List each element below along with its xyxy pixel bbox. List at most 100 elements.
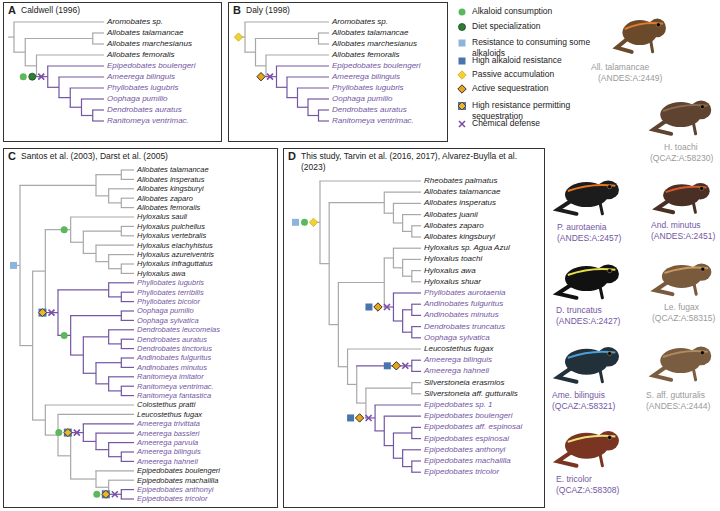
taxon-label: Allobates kingsburyi (424, 232, 495, 242)
tree-branch (402, 259, 421, 260)
tree-branch (121, 358, 122, 367)
tree-branch (244, 52, 255, 53)
trait-marker (402, 363, 408, 369)
taxon-label: Dendrobates auratus (107, 105, 182, 115)
frog-photo (608, 352, 612, 356)
tree-branch (83, 441, 96, 442)
trait-marker (29, 73, 36, 80)
tree-branch (108, 189, 109, 203)
specimen-label: (ANDES:A:2427) (556, 316, 620, 327)
tree-branch (402, 450, 403, 467)
tree-branch (255, 38, 319, 39)
tree-branch (411, 304, 421, 305)
tree-branch (19, 345, 32, 346)
tree-branch (402, 466, 412, 467)
taxon-label: Ameerega bassleri (137, 429, 200, 438)
trait-marker (61, 332, 68, 339)
legend-swatch (459, 24, 466, 31)
tree-branch (108, 255, 109, 269)
tree-branch (276, 66, 277, 87)
trait-marker (39, 309, 47, 317)
specimen-label: S. aff. gutturalis (646, 390, 705, 401)
tree-branch (356, 366, 357, 403)
frog-photo (568, 185, 616, 191)
tree-branch (411, 271, 412, 282)
tree-branch (318, 32, 329, 33)
taxon-label: Epipedobates tricolor (137, 494, 207, 503)
tree-branch (411, 383, 412, 394)
tree-branch (36, 55, 37, 77)
taxon-label: Ameerega bilinguis (107, 72, 175, 82)
tree-branch (286, 77, 287, 98)
tree-branch (318, 110, 319, 121)
taxon-label: Allobates marchesianus (332, 39, 417, 49)
taxon-label: Leucostethus fugax (137, 410, 202, 419)
specimen-label: (ANDES:A:2444) (646, 401, 710, 412)
tree-branch (121, 489, 134, 490)
tree-branch (121, 169, 134, 170)
taxon-label: Ranitomeya imitator (137, 372, 204, 381)
trait-marker (64, 429, 72, 437)
tree-branch (338, 283, 339, 367)
tree-branch (108, 188, 134, 189)
taxon-label: Rheobates palmatus (424, 176, 497, 186)
frog-photo (649, 19, 666, 38)
taxon-label: Allobates talamancae (424, 187, 501, 197)
taxon-label: Phyllobates lugubris (332, 83, 404, 93)
taxon-label: Epipedobates boulengeri (107, 61, 196, 71)
tree-branch (329, 202, 385, 203)
tree-branch (365, 417, 375, 418)
specimen-label: D. truncatus (556, 305, 602, 316)
taxon-label: Dendrobates auratus (332, 105, 407, 115)
tree-branch (81, 99, 82, 116)
tree-branch (244, 22, 245, 52)
tree-branch (95, 449, 108, 450)
tree-branch (411, 327, 412, 338)
tree-branch (402, 332, 412, 333)
tree-branch (347, 384, 357, 385)
taxon-label: Ameerega bilinguis (424, 355, 492, 365)
trait-marker (20, 73, 27, 80)
tree-branch (70, 87, 104, 88)
taxon-label: Phyllobates terribilis (137, 288, 204, 297)
tree-branch (95, 261, 108, 262)
tree-branch (83, 337, 84, 373)
taxon-label: Oophaga sylvatica (137, 316, 199, 325)
tree-branch (297, 87, 329, 88)
tree-branch (411, 225, 421, 226)
tree-branch (307, 115, 318, 116)
trait-marker (102, 490, 110, 498)
taxon-label: Phyllobates aurotaenia (424, 288, 505, 298)
frog-photo (666, 187, 707, 192)
frog-photo (568, 436, 616, 442)
frog-photo (597, 265, 619, 284)
tree-branch (121, 490, 122, 499)
tree-branch (57, 290, 58, 336)
tree-branch (108, 456, 121, 457)
tree-branch (411, 315, 421, 316)
tree-branch (121, 273, 134, 274)
tree-branch (70, 107, 82, 108)
tree-branch (329, 203, 330, 325)
tree-branch (402, 449, 421, 450)
tree-branch (83, 253, 96, 254)
trait-marker (102, 490, 110, 498)
tree-branch (393, 432, 412, 433)
frog-photo (691, 183, 710, 200)
tree-branch (32, 271, 45, 272)
specimen-label: Le. fugax (664, 302, 699, 313)
tree-branch (108, 268, 121, 269)
tree-branch (393, 320, 403, 321)
taxon-label: Oophaga pumilio (332, 94, 392, 104)
tree-branch (13, 52, 25, 53)
taxon-label: Hyloxalus elachyhistus (137, 241, 213, 250)
tree-branch (108, 202, 121, 203)
tree-branch (411, 472, 421, 473)
tree-branch (384, 306, 394, 307)
tree-branch (121, 311, 122, 320)
taxon-label: Ameerega bilinguis (137, 447, 201, 456)
trait-marker (355, 414, 363, 422)
trait-marker (55, 429, 62, 436)
tree-branch (121, 207, 134, 208)
tree-branch (411, 304, 412, 315)
